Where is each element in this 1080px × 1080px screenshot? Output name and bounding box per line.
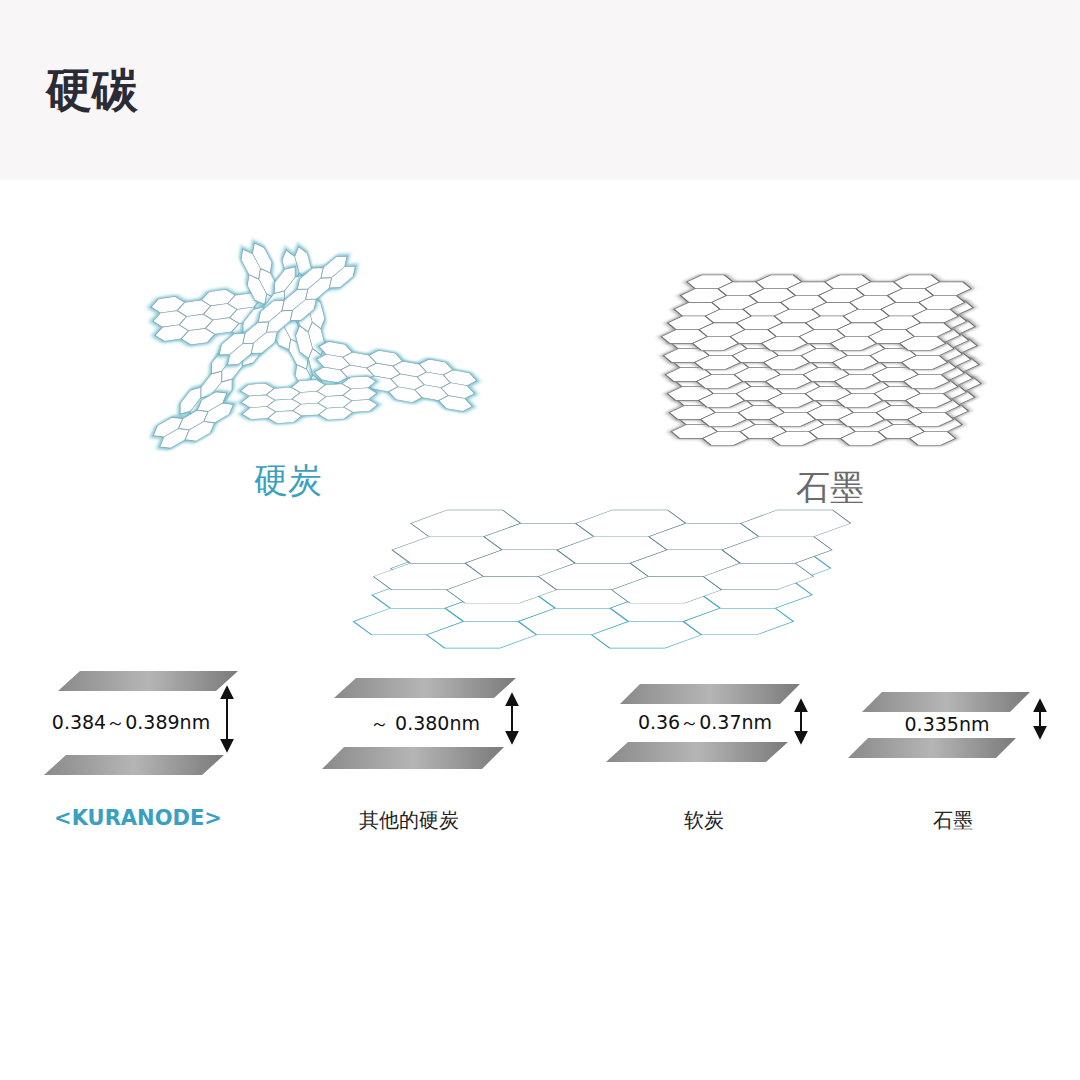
hex-cell xyxy=(343,399,378,413)
layered-sheets xyxy=(335,510,860,648)
hex-cell xyxy=(438,394,474,413)
hex-sheet xyxy=(150,388,240,459)
graphite-label: 石墨 xyxy=(796,468,864,507)
sheet-glow xyxy=(215,246,360,375)
hex-cell xyxy=(342,376,377,390)
hex-sheet xyxy=(215,246,360,375)
hex-cell xyxy=(343,387,378,401)
hex-sheet xyxy=(355,510,860,603)
page-title: 硬碳 xyxy=(46,64,138,117)
sheet-glow xyxy=(657,294,980,369)
material-label: 软炭 xyxy=(684,809,724,832)
hex-cell xyxy=(896,337,948,351)
header-band xyxy=(0,0,1080,180)
hex-cell xyxy=(904,413,956,427)
hard-carbon-sheets xyxy=(150,240,479,458)
interlayer-plates xyxy=(44,671,1040,775)
hex-cell xyxy=(909,309,961,323)
sheet-glow xyxy=(240,376,379,426)
hex-cell xyxy=(731,510,860,537)
hex-cell xyxy=(898,356,950,370)
sheet-glow xyxy=(655,275,978,350)
spacing-dimension: 0.335nm xyxy=(905,714,990,736)
hex-cell xyxy=(325,261,359,293)
spacing-dimension: ～ 0.380nm xyxy=(370,713,480,735)
hex-cell xyxy=(713,537,842,564)
sheet-glow xyxy=(175,263,316,430)
hex-cell xyxy=(900,375,952,389)
hard-carbon-label: 硬炭 xyxy=(254,461,322,500)
sheet-glow xyxy=(150,388,240,459)
hex-sheet xyxy=(312,340,479,413)
hex-cell xyxy=(916,296,968,310)
sheet-glow xyxy=(312,340,479,413)
hex-cell xyxy=(902,394,954,408)
product-label: <KURANODE> xyxy=(54,806,222,830)
hex-cell xyxy=(201,399,237,427)
hex-cell xyxy=(674,608,803,635)
hex-cell xyxy=(694,563,823,590)
hex-cell xyxy=(922,282,974,296)
hex-sheet xyxy=(175,263,316,430)
hex-sheet xyxy=(240,376,379,426)
spacing-dimension: 0.384～0.389nm xyxy=(52,712,210,734)
material-label: 石墨 xyxy=(933,809,973,832)
hex-sheet xyxy=(335,555,840,648)
spacing-dimension: 0.36～0.37nm xyxy=(638,712,772,734)
sheet-glow xyxy=(659,313,982,388)
material-label: 其他的硬炭 xyxy=(359,809,459,832)
hex-cell xyxy=(903,323,955,337)
graphite-stack xyxy=(655,275,988,445)
hex-sheet xyxy=(659,313,982,388)
hex-cell xyxy=(906,432,958,446)
hex-sheet xyxy=(657,294,980,369)
hex-sheet xyxy=(655,275,978,350)
